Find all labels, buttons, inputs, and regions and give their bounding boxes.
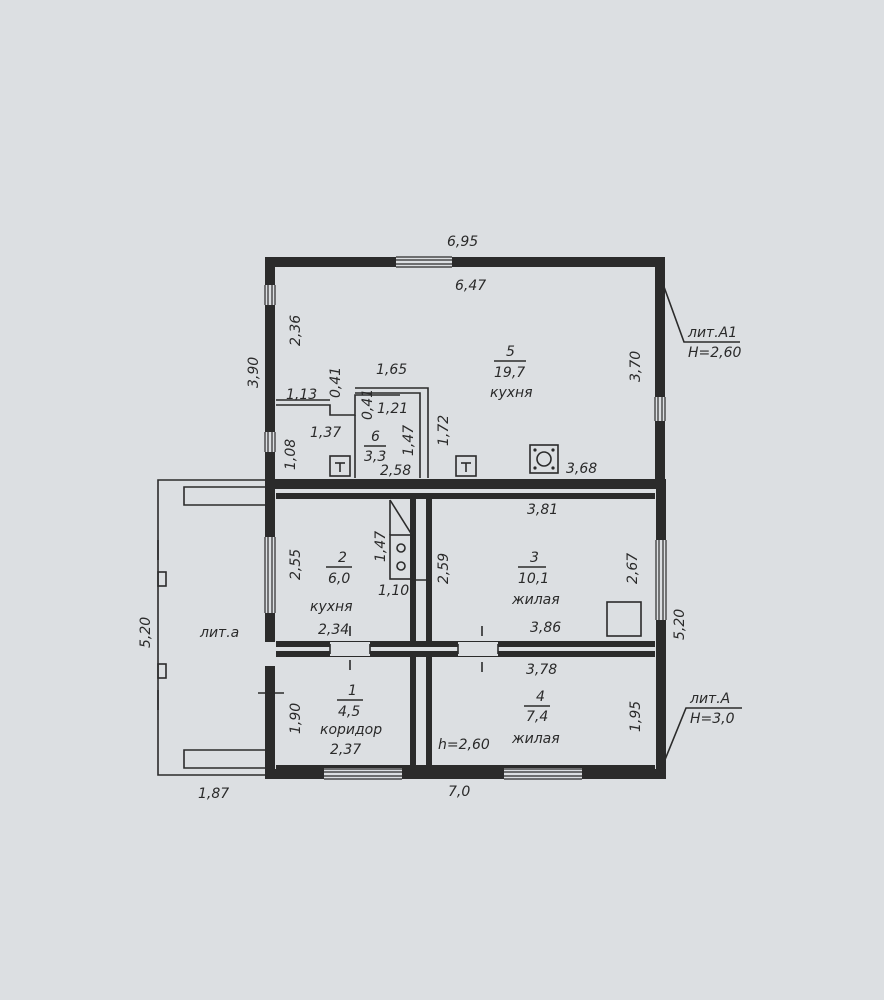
window-a1-left-upper bbox=[264, 285, 276, 305]
dim-5-20-right: 5,20 bbox=[672, 609, 688, 640]
window-a1-right bbox=[654, 397, 666, 421]
dim-0-41-a: 0,41 bbox=[328, 367, 344, 398]
lit-a1-height: Н=2,60 bbox=[688, 345, 742, 361]
dim-0-41-b: 0,41 bbox=[360, 389, 376, 420]
dim-5-20-left: 5,20 bbox=[138, 617, 154, 648]
dim-1-47-a: 1,47 bbox=[401, 425, 417, 456]
door-gaps bbox=[329, 626, 499, 672]
room-6-number: 6 bbox=[371, 429, 380, 445]
room-4-number: 4 bbox=[536, 689, 545, 705]
stove-icon bbox=[529, 444, 559, 474]
dim-1-10: 1,10 bbox=[378, 583, 409, 599]
lit-a-small-label: лит.а bbox=[199, 625, 239, 641]
room-3-area: 10,1 bbox=[518, 571, 549, 587]
dim-3-68: 3,68 bbox=[566, 461, 597, 477]
window-a-right bbox=[655, 540, 667, 620]
dim-1-47-b: 1,47 bbox=[373, 531, 389, 562]
room-5-number: 5 bbox=[506, 344, 515, 360]
a1-inner-partitions bbox=[276, 387, 429, 478]
room-5-name: кухня bbox=[490, 385, 533, 401]
sink-icon-2 bbox=[455, 455, 477, 477]
dim-outer-width: 6,95 bbox=[447, 234, 478, 250]
room-2-area: 6,0 bbox=[328, 571, 350, 587]
room-6-area: 3,3 bbox=[364, 449, 386, 465]
dim-2-37: 2,37 bbox=[330, 742, 361, 758]
dim-1-13: 1,13 bbox=[286, 387, 317, 403]
boiler-icon bbox=[606, 601, 642, 637]
dim-2-55: 2,55 bbox=[288, 549, 304, 580]
room-2-name: кухня bbox=[310, 599, 353, 615]
lit-A-height: Н=3,0 bbox=[690, 711, 735, 727]
dim-1-90: 1,90 bbox=[288, 703, 304, 734]
dim-1-21: 1,21 bbox=[377, 401, 408, 417]
window-a-bottom-right bbox=[504, 768, 582, 780]
room-1-number: 1 bbox=[348, 683, 357, 699]
dim-3-86: 3,86 bbox=[530, 620, 561, 636]
room-5-area: 19,7 bbox=[494, 365, 525, 381]
dim-1-72: 1,72 bbox=[436, 415, 452, 446]
dim-2-58: 2,58 bbox=[380, 463, 411, 479]
dim-2-67: 2,67 bbox=[625, 553, 641, 584]
dim-1-08: 1,08 bbox=[283, 439, 299, 470]
dim-h-2-60: h=2,60 bbox=[438, 737, 490, 753]
room-2-number: 2 bbox=[338, 550, 347, 566]
room-3-number: 3 bbox=[530, 550, 539, 566]
room-3-name: жилая bbox=[511, 592, 560, 608]
sink-icon-1 bbox=[329, 455, 351, 477]
room-1-area: 4,5 bbox=[338, 704, 360, 720]
room-1-name: коридор bbox=[320, 722, 382, 738]
lit-a1-label: лит.А1 bbox=[687, 325, 737, 341]
dim-3-81: 3,81 bbox=[527, 502, 558, 518]
dim-2-34: 2,34 bbox=[318, 622, 349, 638]
dim-right-height: 3,70 bbox=[628, 351, 644, 382]
dim-left-outer-height: 3,90 bbox=[246, 357, 262, 388]
window-a1-top bbox=[396, 256, 452, 268]
dim-3-78: 3,78 bbox=[526, 662, 557, 678]
window-a1-left-lower bbox=[264, 432, 276, 452]
lit-A-label: лит.А bbox=[689, 691, 730, 707]
lit-a1-outer-walls bbox=[265, 257, 665, 482]
dim-1-87: 1,87 bbox=[198, 786, 229, 802]
lit-a-outer-walls bbox=[265, 479, 666, 779]
entry-door-left bbox=[258, 642, 284, 694]
dim-1-95: 1,95 bbox=[628, 701, 644, 732]
room-4-name: жилая bbox=[511, 731, 560, 747]
room-4-area: 7,4 bbox=[526, 709, 548, 725]
window-a-left bbox=[264, 537, 276, 613]
dim-left-inner-height: 2,36 bbox=[288, 315, 304, 346]
dim-7-0: 7,0 bbox=[448, 784, 470, 800]
dim-1-37: 1,37 bbox=[310, 425, 341, 441]
dim-inner-width: 6,47 bbox=[455, 278, 486, 294]
lit-a-small-veranda bbox=[157, 479, 265, 776]
dim-1-65: 1,65 bbox=[376, 362, 407, 378]
heating-stove-icon bbox=[389, 499, 429, 581]
window-a-bottom-left bbox=[324, 768, 402, 780]
dim-2-59: 2,59 bbox=[436, 553, 452, 584]
leader-lines bbox=[654, 261, 742, 773]
